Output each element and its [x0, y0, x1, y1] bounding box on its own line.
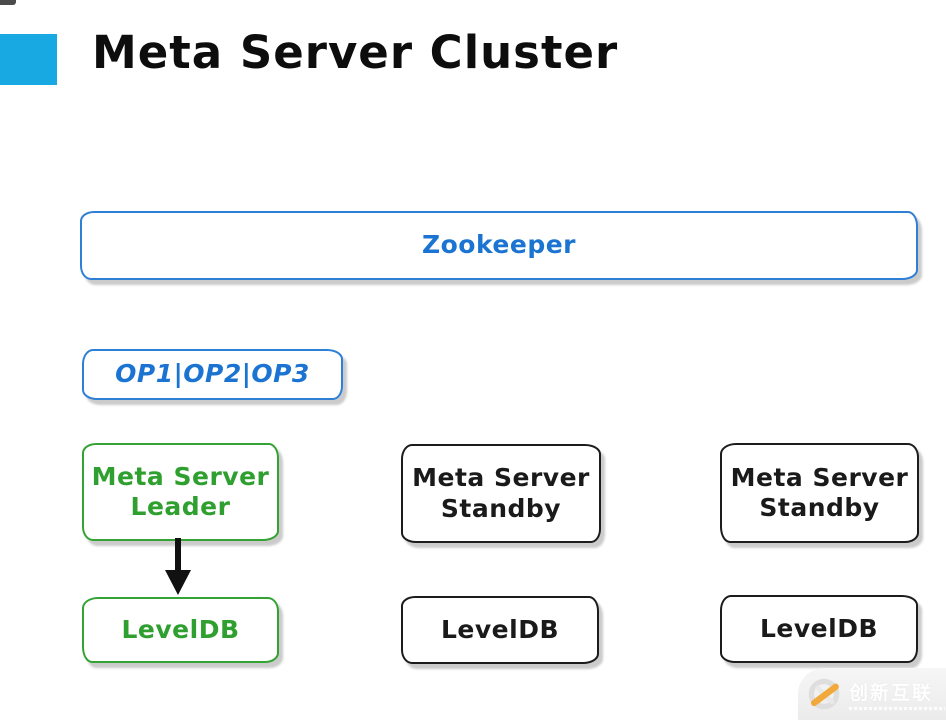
leveldb-leader-label: LevelDB [121, 614, 240, 644]
title-accent-square [0, 34, 57, 85]
meta-server-standby-box: Meta Server Standby [720, 443, 919, 543]
op-group-box: OP1|OP2|OP3 [82, 349, 343, 400]
leader-to-leveldb-arrow [165, 538, 191, 595]
leveldb-standby-box: LevelDB [720, 595, 918, 663]
watermark-logo-icon [808, 678, 840, 710]
meta-server-leader-box: Meta Server Leader [82, 443, 279, 541]
leveldb-standby-label: LevelDB [759, 613, 878, 643]
meta-server-standby-label: Meta Server Standby [730, 462, 909, 523]
watermark-badge: 创新互联 [798, 668, 946, 720]
leveldb-standby-label: LevelDB [440, 614, 559, 644]
watermark-tagline [849, 707, 945, 710]
page-title: Meta Server Cluster [92, 26, 619, 79]
leveldb-leader-box: LevelDB [82, 597, 279, 663]
zookeeper-box: Zookeeper [80, 211, 918, 280]
meta-server-standby-box: Meta Server Standby [401, 444, 601, 543]
meta-server-standby-label: Meta Server Standby [412, 463, 590, 523]
zookeeper-label: Zookeeper [421, 230, 577, 260]
leveldb-standby-box: LevelDB [401, 596, 599, 664]
watermark-text-block: 创新互联 [849, 678, 945, 710]
op-group-label: OP1|OP2|OP3 [115, 359, 310, 389]
corner-artifact [0, 0, 16, 5]
meta-server-leader-label: Meta Server Leader [91, 461, 270, 522]
watermark-brand: 创新互联 [849, 682, 934, 704]
